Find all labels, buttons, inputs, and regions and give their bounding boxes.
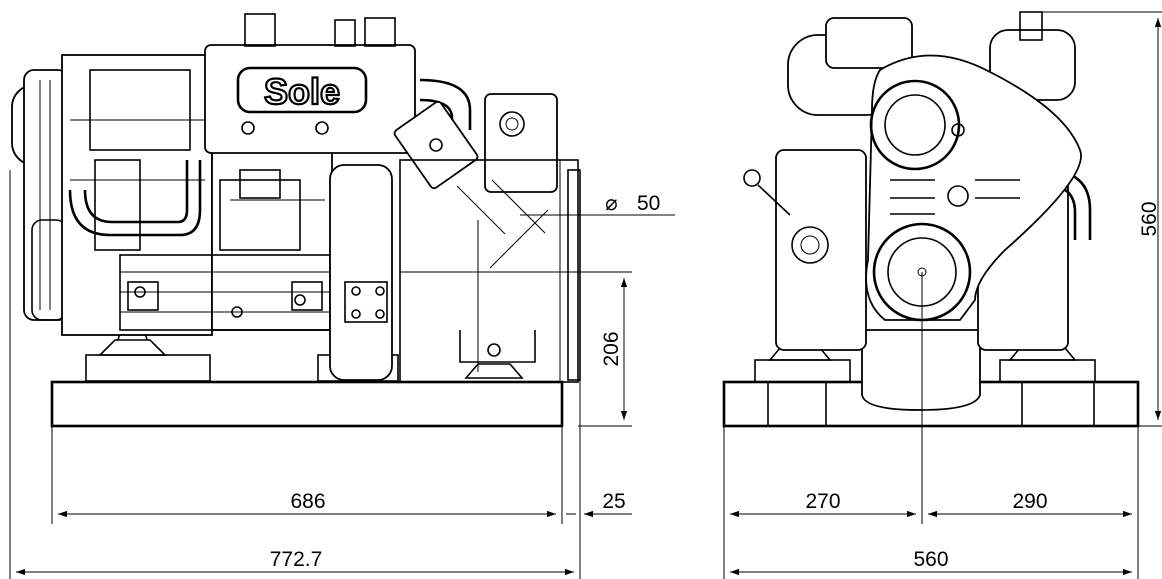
frame-length-dimension: 686 — [290, 490, 325, 513]
right-width-dimension: 290 — [1012, 490, 1047, 513]
pipe-diameter-value: 50 — [637, 192, 660, 215]
pipe-diameter-symbol: ⌀ — [605, 192, 618, 215]
overall-width-dimension: 560 — [913, 548, 948, 571]
exhaust-elbow — [393, 78, 479, 190]
side-view-engine: Sole — [11, 13, 581, 428]
front-view-engine — [722, 11, 1140, 428]
engine-block — [61, 54, 333, 336]
water-lift-tank — [484, 93, 558, 193]
exhaust-outlet-box — [399, 159, 581, 383]
engine-mount-right — [459, 330, 536, 379]
front-height-dimension: 560 — [1138, 201, 1161, 236]
overall-length-dimension: 772.7 — [270, 548, 323, 571]
front-pulley — [11, 69, 69, 321]
valve-cover: Sole — [204, 13, 416, 154]
front-view-dimensions: 560 270 290 560 — [723, 11, 1162, 579]
brand-logo: Sole — [264, 71, 340, 112]
timing-cover — [865, 54, 1082, 322]
side-view-dimensions: ⌀ 50 206 686 25 772.7 — [9, 170, 675, 579]
outlet-height-dimension: 206 — [600, 331, 623, 366]
left-width-dimension: 270 — [805, 490, 840, 513]
offset-dimension: 25 — [602, 490, 625, 513]
